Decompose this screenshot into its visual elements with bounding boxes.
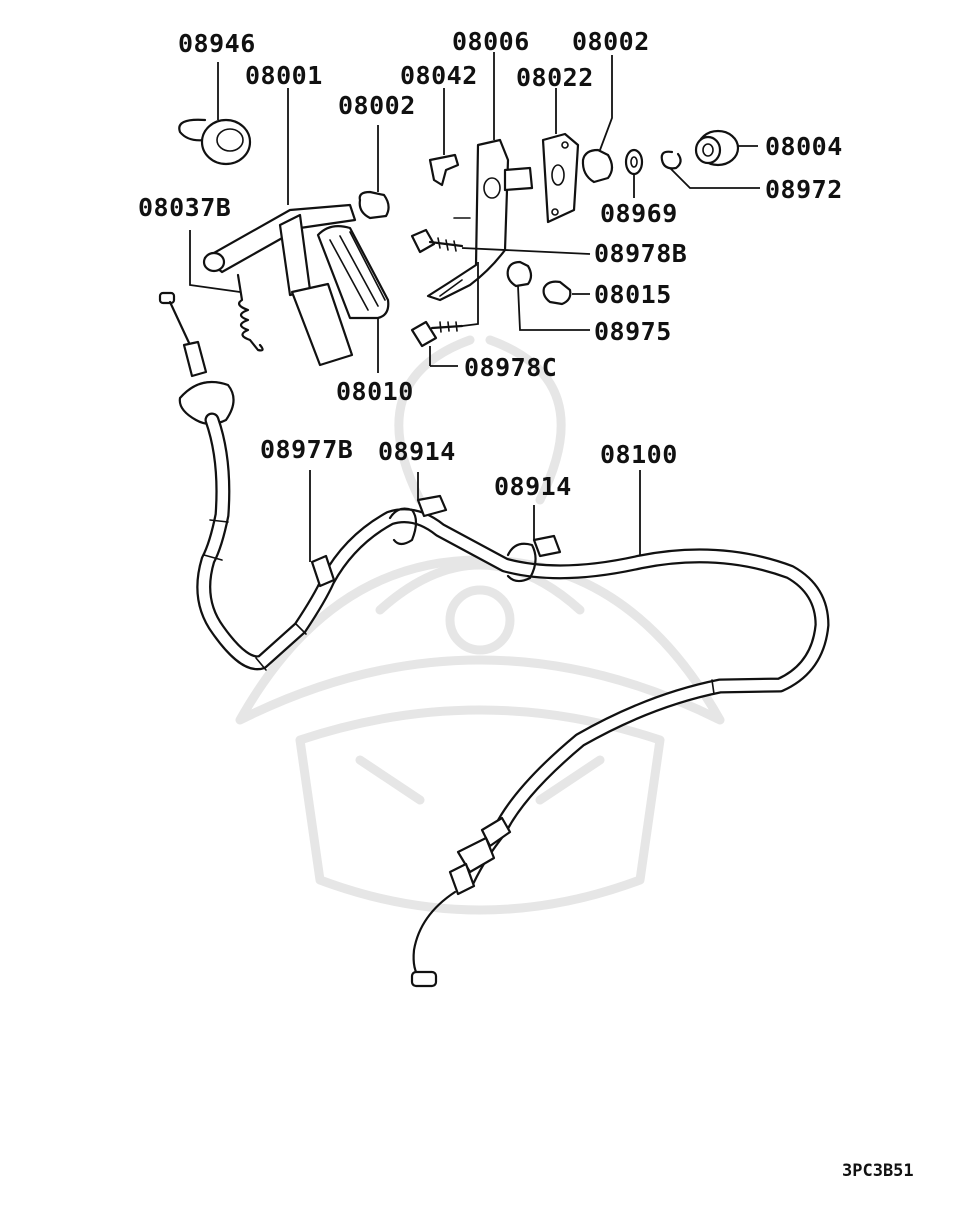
- label-08978B: 08978B: [594, 239, 687, 268]
- label-08004: 08004: [765, 132, 843, 161]
- label-08001: 08001: [245, 61, 323, 90]
- part-08042-clip: [428, 88, 460, 187]
- label-08015: 08015: [594, 280, 672, 309]
- label-08010: 08010: [336, 377, 414, 406]
- part-08969-washer: [624, 148, 644, 198]
- label-08006: 08006: [452, 27, 530, 56]
- label-08946: 08946: [178, 29, 256, 58]
- part-08914-clamp-right: [506, 505, 562, 583]
- part-08004-bushing: [694, 129, 758, 167]
- cable-pedal-end: [158, 291, 235, 426]
- label-08978C: 08978C: [464, 353, 557, 382]
- label-08914-left: 08914: [378, 437, 456, 466]
- part-08972-clip-ring: [660, 150, 760, 189]
- part-08975-spacer: [506, 260, 590, 331]
- label-08969: 08969: [600, 199, 678, 228]
- label-08914-right: 08914: [494, 472, 572, 501]
- part-08914-clamp-left: [388, 472, 448, 546]
- part-08978B-bolt: [410, 228, 591, 255]
- part-08946-stopper: [178, 62, 252, 166]
- watermark-helmet: [235, 335, 725, 915]
- reference-code: 3PC3B51: [842, 1161, 914, 1181]
- part-08010-pedal-pad: [290, 225, 390, 373]
- part-08100-accelerator-cable: [196, 412, 830, 988]
- part-08037B-return-spring: [189, 230, 264, 352]
- label-08100: 08100: [600, 440, 678, 469]
- part-08977B-clamp: [309, 470, 336, 588]
- part-labels: 08946 08001 08002 08042 08006 08022 0800…: [138, 27, 914, 1181]
- part-08015-stopper: [542, 280, 590, 306]
- label-08972: 08972: [765, 175, 843, 204]
- label-08042: 08042: [400, 61, 478, 90]
- label-08975: 08975: [594, 317, 672, 346]
- label-08977B: 08977B: [260, 435, 353, 464]
- label-08002-left: 08002: [338, 91, 416, 120]
- label-08037B: 08037B: [138, 193, 231, 222]
- part-08001-pedal-arm: [202, 88, 357, 297]
- label-08022: 08022: [516, 63, 594, 92]
- part-08022-plate: [541, 88, 580, 224]
- part-08978C-bolt: [410, 262, 479, 367]
- label-08002-right: 08002: [572, 27, 650, 56]
- part-08002-bushing-left: [358, 125, 390, 220]
- part-08002-bushing-right: [581, 55, 614, 184]
